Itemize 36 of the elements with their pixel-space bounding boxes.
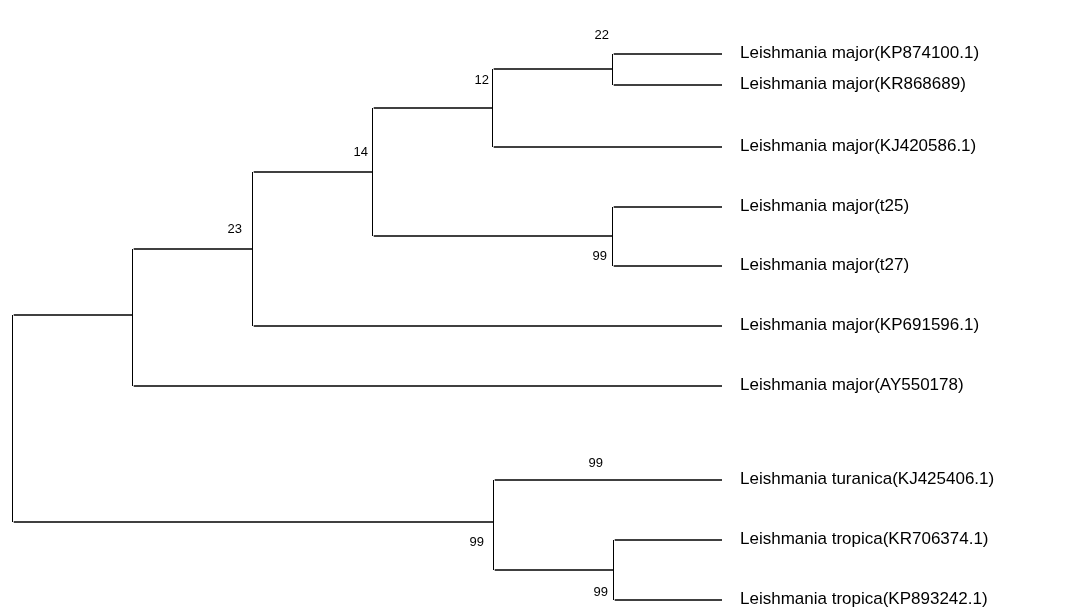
bootstrap-value: 99 <box>469 534 484 549</box>
taxon-label: Leishmania major(KJ420586.1) <box>740 136 977 156</box>
tree-branch <box>133 385 723 387</box>
bootstrap-value: 99 <box>593 584 608 599</box>
bootstrap-value: 22 <box>594 27 609 42</box>
tree-branch <box>373 107 493 109</box>
taxon-label: Leishmania major(t25) <box>740 196 910 216</box>
tree-branch <box>494 479 723 481</box>
tree-branch <box>614 539 723 541</box>
taxon-label: Leishmania major(t27) <box>740 255 910 275</box>
tree-branch <box>613 84 723 86</box>
tree-branch <box>613 265 723 267</box>
tree-branch <box>253 171 373 173</box>
tree-branch <box>493 68 613 70</box>
bootstrap-value: 99 <box>592 248 607 263</box>
tree-branch <box>493 146 723 148</box>
bootstrap-value: 23 <box>227 221 242 236</box>
tree-branch <box>614 599 723 601</box>
bootstrap-value: 12 <box>474 72 489 87</box>
taxon-label: Leishmania major(KP874100.1) <box>740 43 980 63</box>
tree-branch <box>613 53 723 55</box>
tree-branch <box>613 206 723 208</box>
bootstrap-value: 14 <box>353 144 368 159</box>
taxon-label: Leishmania tropica(KR706374.1) <box>740 529 989 549</box>
bootstrap-value: 99 <box>588 455 603 470</box>
tree-branch <box>13 521 494 523</box>
tree-branch <box>494 569 614 571</box>
taxon-label: Leishmania major(KP691596.1) <box>740 315 980 335</box>
taxon-label: Leishmania turanica(KJ425406.1) <box>740 469 995 489</box>
taxon-label: Leishmania tropica(KP893242.1) <box>740 589 988 609</box>
tree-branch <box>13 314 133 316</box>
tree-branch <box>373 235 613 237</box>
taxon-label: Leishmania major(AY550178) <box>740 375 964 395</box>
tree-branch <box>133 248 253 250</box>
taxon-label: Leishmania major(KR868689) <box>740 74 966 94</box>
tree-branch <box>253 325 723 327</box>
